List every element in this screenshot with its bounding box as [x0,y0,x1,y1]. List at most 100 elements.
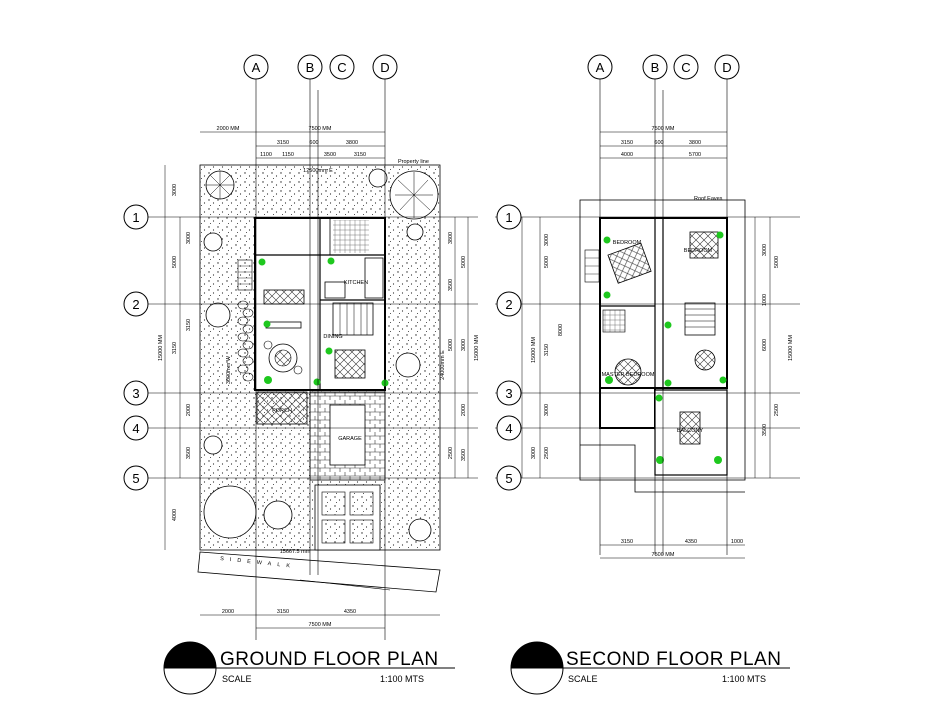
roof-eaves-outline [579,199,746,481]
second-bottom-dimensions: 3150 4350 1000 7500 MM [621,539,743,558]
sidewalk-strip [197,551,441,593]
second-grid-lines [495,78,800,555]
svg-text:3000: 3000 [461,339,467,351]
ground-bottom-dimensions: 2000 3150 4350 7500 MM 15667.5 mm [222,549,356,628]
svg-text:4350: 4350 [685,539,697,545]
svg-text:D: D [380,60,389,75]
svg-text:D: D [722,60,731,75]
svg-text:4000: 4000 [621,152,633,158]
svg-text:3500: 3500 [448,279,454,291]
svg-text:5000: 5000 [544,256,550,268]
svg-text:BEDROOM: BEDROOM [613,240,642,246]
svg-text:3150: 3150 [277,140,289,146]
svg-text:15000 MM: 15000 MM [788,335,794,361]
svg-text:5000: 5000 [461,256,467,268]
tree-symbols [203,168,439,542]
svg-text:3150: 3150 [621,140,633,146]
svg-text:1000: 1000 [762,294,768,306]
second-scale-label: SCALE [568,674,598,684]
svg-text:3150: 3150 [186,319,192,331]
svg-text:600: 600 [309,140,318,146]
second-floor-plan: A B C D 1 2 3 4 5 7500 MM 3150 600 3800 [495,54,800,695]
svg-text:15000 MM: 15000 MM [158,335,164,361]
svg-text:BALCONY: BALCONY [677,428,704,434]
svg-text:3150: 3150 [544,344,550,356]
second-row-bubbles: 1 2 3 4 5 [496,204,522,491]
svg-text:5: 5 [505,471,512,486]
svg-text:1100: 1100 [260,152,272,158]
svg-text:3800: 3800 [448,232,454,244]
svg-text:7500 MM: 7500 MM [652,552,675,558]
second-green-plant-markers [603,231,727,464]
svg-text:7500 MM: 7500 MM [309,126,332,132]
svg-text:2: 2 [132,297,139,312]
ground-right-dimensions: 3800 3500 5000 5000 2000 2500 3500 3000 … [440,232,480,461]
svg-text:Property line: Property line [398,159,429,165]
second-left-dimensions: 3000 5000 3150 3000 2500 15000 MM 3000 8… [531,234,564,459]
svg-text:3500: 3500 [186,447,192,459]
grid-lines [148,78,478,640]
green-plant-markers [258,257,389,387]
svg-text:4: 4 [505,421,512,436]
svg-text:3: 3 [505,386,512,401]
second-room-labels: BEDROOM BEDROOM MASTER BEDROOM BALCONY R… [602,196,723,434]
svg-text:4: 4 [132,421,139,436]
svg-text:B: B [651,60,660,75]
second-dimension-lines [521,131,771,559]
svg-text:KITCHEN: KITCHEN [344,280,368,286]
svg-text:2: 2 [505,297,512,312]
svg-text:C: C [681,60,690,75]
svg-text:3500: 3500 [461,449,467,461]
svg-text:A: A [252,60,261,75]
ground-floor-plan: A B C D 1 2 3 4 5 2000 MM 7500 MM 3150 6… [123,54,480,695]
svg-text:4350: 4350 [344,609,356,615]
svg-text:1150: 1150 [282,152,294,158]
svg-text:DINING: DINING [323,334,342,340]
stairs-ground [332,302,374,336]
svg-text:3150: 3150 [277,609,289,615]
svg-text:15000 MM: 15000 MM [474,335,480,361]
hedge-row [237,300,254,382]
ground-left-dimensions: 3000 3000 5000 3150 3150 2000 3500 4000 … [158,184,232,521]
svg-text:2500: 2500 [774,404,780,416]
dimension-lines [164,131,469,629]
svg-text:3000: 3000 [544,234,550,246]
svg-text:7500 MM: 7500 MM [652,126,675,132]
svg-text:3500: 3500 [762,424,768,436]
svg-text:Roof Eaves: Roof Eaves [694,196,723,202]
second-right-dimensions: 3000 5000 1000 6000 2500 3500 15000 MM [762,244,794,436]
svg-text:5700: 5700 [689,152,701,158]
svg-text:3150: 3150 [354,152,366,158]
svg-text:2500: 2500 [544,447,550,459]
svg-text:3800: 3800 [689,140,701,146]
svg-text:5000: 5000 [774,256,780,268]
second-floor-plan-title: SECOND FLOOR PLAN [566,649,781,670]
ground-floor-plan-title: GROUND FLOOR PLAN [220,649,439,670]
svg-text:6000: 6000 [762,339,768,351]
svg-text:7500 MM: 7500 MM [309,622,332,628]
svg-text:15000 MM: 15000 MM [531,337,537,363]
svg-text:2500: 2500 [448,447,454,459]
porch-area [256,391,308,425]
svg-text:8000: 8000 [558,324,564,336]
svg-text:2000: 2000 [222,609,234,615]
svg-text:3000: 3000 [544,404,550,416]
svg-text:5000: 5000 [172,256,178,268]
svg-text:3000mm W: 3000mm W [226,355,232,384]
svg-text:4000: 4000 [172,509,178,521]
svg-text:2000 MM: 2000 MM [217,126,240,132]
svg-text:3000: 3000 [186,232,192,244]
ground-column-bubbles: A B C D [243,54,398,80]
svg-text:1: 1 [505,210,512,225]
svg-text:3500: 3500 [324,152,336,158]
svg-text:5000: 5000 [448,339,454,351]
ground-row-bubbles: 1 2 3 4 5 [123,204,149,491]
toilet-bath [333,220,369,253]
ground-scale-label: SCALE [222,674,252,684]
svg-text:B: B [306,60,315,75]
svg-text:15667.5 mm: 15667.5 mm [280,549,311,555]
stairs-second [684,302,716,336]
svg-text:5: 5 [132,471,139,486]
dining-table-round [268,343,298,373]
